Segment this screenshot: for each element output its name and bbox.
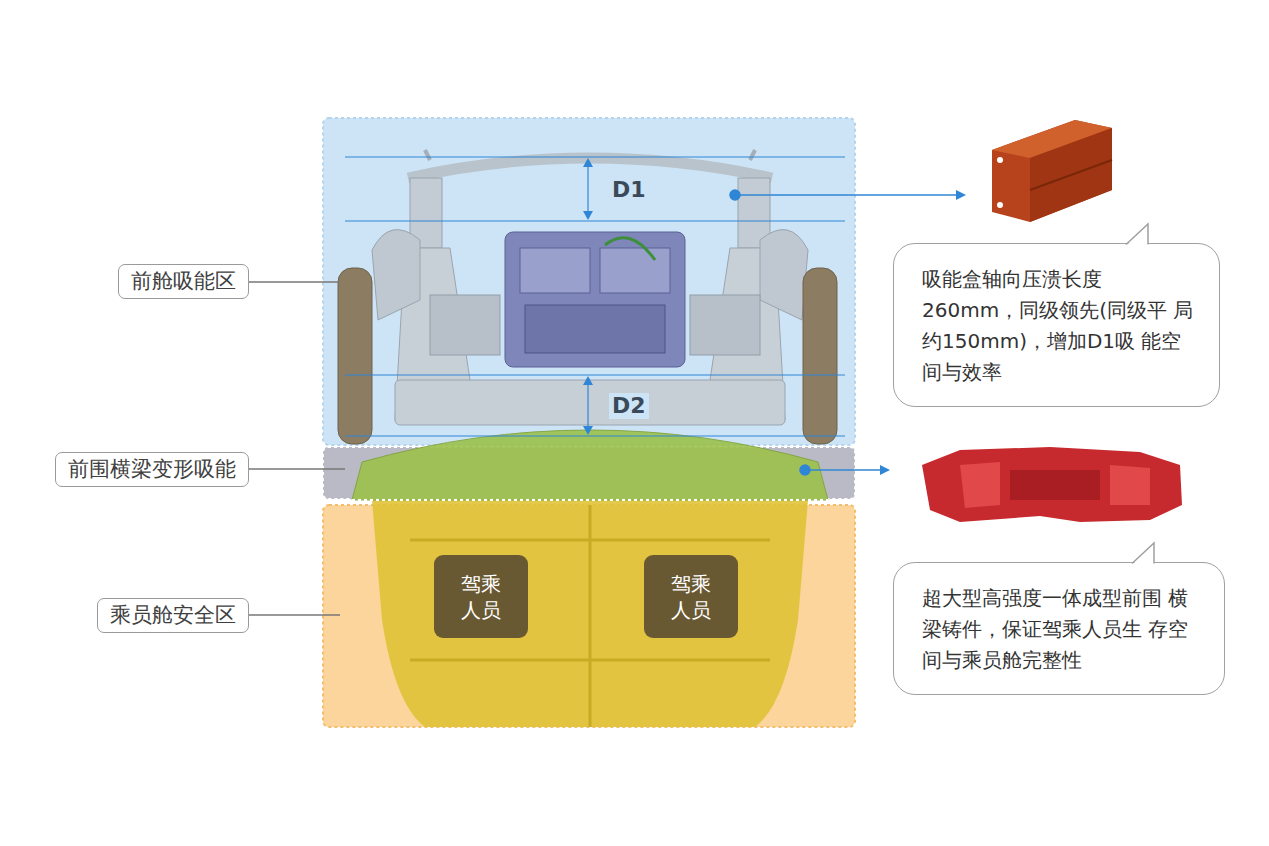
illustration-part: [408, 158, 772, 178]
node-text: 驾乘 人员: [666, 571, 716, 623]
zone-label: 前舱吸能区: [118, 264, 249, 299]
illustration-part: [345, 156, 845, 157]
illustration-part: [338, 268, 372, 444]
illustration-part: [345, 220, 845, 221]
illustration-part: [880, 465, 890, 475]
node-text: 吸能盒轴向压溃长度 260mm，同级领先(同级平 局约150mm)，增加D1吸 …: [922, 264, 1201, 388]
dimension-label: D2: [609, 393, 649, 419]
illustration-part: [997, 157, 1003, 163]
occupant-box: 驾乘 人员: [644, 555, 738, 638]
bubble-tail-fill: [1132, 543, 1154, 565]
node-text: 前围横梁变形吸能: [68, 457, 236, 481]
bubble-tail: [1126, 224, 1152, 246]
illustration-part: [583, 158, 593, 435]
illustration-part: [956, 190, 966, 200]
illustration-part: [960, 462, 1150, 508]
illustration-part: [345, 435, 845, 436]
node-text: 超大型高强度一体成型前围 横梁铸件，保证驾乘人员生 存空间与乘员舱完整性: [922, 583, 1206, 676]
bubble-tail-line: [1132, 543, 1154, 564]
illustration-part: [587, 162, 588, 216]
illustration-part: [372, 500, 808, 727]
illustration-part: [805, 469, 882, 471]
illustration-part: [583, 211, 593, 220]
zone-label: 前围横梁变形吸能: [55, 452, 249, 487]
callout-bubble: 超大型高强度一体成型前围 横梁铸件，保证驾乘人员生 存空间与乘员舱完整性: [893, 562, 1225, 695]
illustration-part: [352, 499, 828, 501]
illustration-part: [735, 194, 958, 196]
illustration-part: [395, 380, 785, 425]
illustration-part: [922, 447, 1182, 522]
illustration-part: [345, 157, 845, 436]
illustration-part: [690, 295, 760, 355]
node-text: 前舱吸能区: [131, 269, 236, 293]
node-text: 驾乘 人员: [456, 571, 506, 623]
illustration-part: [249, 468, 345, 469]
illustration-part: [345, 374, 845, 375]
bubble-tail: [1132, 543, 1158, 565]
bubble-tail-fill: [1126, 224, 1148, 246]
illustration-part: [430, 295, 500, 355]
illustration-part: [352, 430, 828, 500]
callout-bubble: 吸能盒轴向压溃长度 260mm，同级领先(同级平 局约150mm)，增加D1吸 …: [893, 243, 1220, 407]
illustration-part: [410, 505, 770, 727]
illustration-part: [1030, 128, 1112, 222]
dimension-label: D1: [609, 177, 649, 203]
illustration-part: [1030, 160, 1112, 190]
illustration-part: [372, 230, 420, 320]
illustration-part: [1010, 470, 1100, 500]
illustration-part: [520, 248, 590, 293]
illustration-part: [249, 282, 345, 615]
illustration-part: [525, 305, 665, 353]
illustration-part: [249, 614, 340, 615]
occupant-box: 驾乘 人员: [434, 555, 528, 638]
illustration-part: [600, 248, 670, 293]
illustration-part: [997, 202, 1003, 208]
illustration-part: [583, 426, 593, 435]
illustration-part: [605, 238, 655, 260]
illustration-part: [583, 376, 593, 385]
illustration-part: [992, 120, 1112, 222]
illustration-part: [425, 150, 755, 160]
illustration-part: [760, 230, 808, 320]
illustration-part: [583, 158, 593, 167]
illustration-part: [803, 268, 837, 444]
bubble-tail-line: [1126, 224, 1148, 245]
illustration-part: [505, 232, 685, 367]
illustration-part: [323, 118, 855, 445]
node-text: 乘员舱安全区: [110, 603, 236, 627]
illustration-part: [249, 281, 340, 282]
illustration-part: [587, 380, 588, 431]
zone-label: 乘员舱安全区: [97, 598, 249, 633]
